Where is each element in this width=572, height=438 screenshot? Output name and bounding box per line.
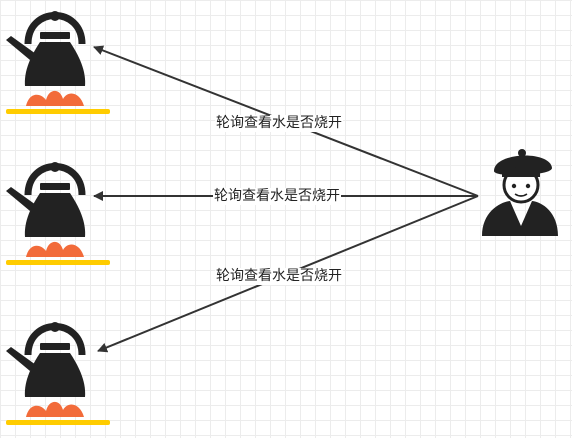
kettle-on-stove-icon [6, 11, 110, 114]
edge-label-top: 轮询查看水是否烧开 [215, 115, 343, 132]
kettle-on-stove-icon [6, 322, 110, 425]
edge-label-middle: 轮询查看水是否烧开 [213, 188, 341, 205]
kettle-on-stove-icon [6, 162, 110, 265]
edge-label-bottom: 轮询查看水是否烧开 [215, 268, 343, 285]
person-with-beret-icon [482, 149, 558, 236]
